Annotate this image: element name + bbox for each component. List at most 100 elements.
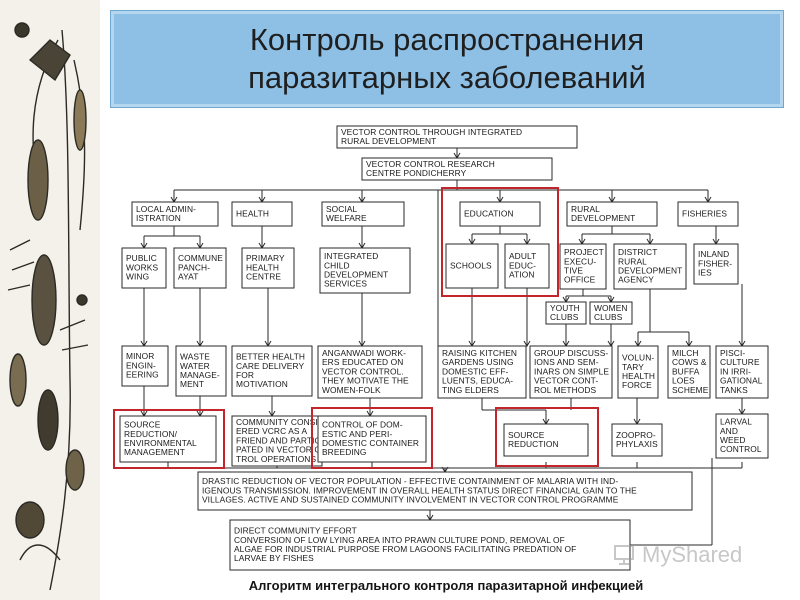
node-label-line: RURAL DEVELOPMENT	[341, 136, 436, 146]
node-label-line: ESTIC AND PERI-	[322, 429, 392, 439]
node-label-line: IN IRRI-	[720, 366, 751, 376]
node-label-line: EDUCATION	[464, 208, 514, 218]
node-label-line: DEVELOPMENT	[571, 213, 635, 223]
title-banner: Контроль распространения паразитарных за…	[110, 10, 784, 108]
flow-node-outcome: DRASTIC REDUCTION OF VECTOR POPULATION -…	[197, 471, 693, 511]
watermark: MyShared	[612, 540, 772, 570]
node-label-line: RAISING KITCHEN	[442, 348, 517, 358]
node-label-line: DISTRICT	[618, 247, 657, 257]
node-label-line: GATIONAL	[720, 376, 763, 386]
node-label-line: AGENCY	[618, 275, 654, 285]
insect-illustration-icon	[7, 22, 89, 591]
node-box	[559, 243, 607, 290]
node-label-line: COMMUNE	[178, 253, 223, 263]
node-label-line: HEALTH	[236, 208, 269, 218]
node-label-line: SOURCE	[124, 420, 161, 430]
node-label-line: EERING	[126, 370, 159, 380]
node-label-line: ENVIRONMENTAL	[124, 438, 197, 448]
node-label-line: LOES	[672, 376, 695, 386]
node-label-line: ROL METHODS	[534, 385, 597, 395]
node-label-line: LARVAE BY FISHES	[234, 553, 314, 563]
node-label-line: CLUBS	[594, 312, 623, 322]
node-label-line: TIVE	[564, 266, 583, 276]
node-label-line: ENGIN-	[126, 360, 156, 370]
presentation-board-icon	[614, 545, 634, 565]
node-label-line: AYAT	[178, 272, 198, 282]
node-box	[231, 345, 313, 397]
node-label-line: PUBLIC	[126, 253, 157, 263]
flow-node-zoopro: ZOOPRO-PHYLAXIS	[611, 423, 663, 457]
node-label-line: PISCI-	[720, 348, 745, 358]
node-box	[715, 345, 769, 399]
node-label-line: DIRECT COMMUNITY EFFORT	[234, 526, 357, 536]
node-label-line: TARY	[622, 362, 644, 372]
node-label-line: CENTRE PONDICHERRY	[366, 168, 467, 178]
node-label-line: AND	[720, 426, 738, 436]
node-label-line: EXECU-	[564, 256, 596, 266]
node-label-line: GARDENS USING	[442, 357, 514, 367]
flow-node-local: LOCAL ADMIN-ISTRATION	[131, 201, 219, 227]
node-label-line: ANGANWADI WORK-	[322, 348, 406, 358]
node-label-line: TROL OPERATIONS	[236, 454, 316, 464]
node-label-line: MANAGE-	[180, 370, 220, 380]
node-label-line: ZOOPRO-	[616, 430, 656, 440]
flow-node-fisheries: FISHERIES	[677, 201, 739, 227]
node-label-line: MINOR	[126, 351, 154, 361]
node-label-line: VECTOR CONTROL THROUGH INTEGRATED	[341, 127, 522, 137]
node-label-line: ADULT	[509, 251, 536, 261]
node-label-line: PANCH-	[178, 262, 210, 272]
watermark-text: MyShared	[642, 542, 743, 567]
node-label-line: INARS ON SIMPLE	[534, 366, 609, 376]
caption: Алгоритм интегрального контроля паразита…	[248, 578, 644, 593]
node-box	[241, 247, 295, 289]
node-label-line: SOCIAL	[326, 204, 358, 214]
node-label-line: CLUBS	[550, 312, 579, 322]
node-label-line: THEY MOTIVATE THE	[322, 376, 409, 386]
node-label-line: LOCAL ADMIN-	[136, 204, 196, 214]
flow-node-health: HEALTH	[231, 201, 293, 227]
node-label-line: WOMEN-FOLK	[322, 385, 381, 395]
highlight-frame	[495, 407, 599, 467]
node-label-line: HEALTH	[622, 371, 655, 381]
node-label-line: WEED	[720, 435, 746, 445]
node-label-line: FOR	[236, 370, 254, 380]
node-label-line: ERED VCRC AS A	[236, 426, 308, 436]
node-label-line: FORCE	[622, 380, 652, 390]
node-label-line: CONTROL OF DOM-	[322, 420, 403, 430]
node-box	[617, 345, 659, 399]
node-label-line: YOUTH	[550, 303, 580, 313]
node-label-line: ATION	[509, 270, 534, 280]
node-label-line: BETTER HEALTH	[236, 352, 305, 362]
node-label-line: WELFARE	[326, 213, 367, 223]
node-label-line: DEVELOPMENT	[618, 266, 682, 276]
node-label-line: HEALTH	[246, 262, 279, 272]
node-label-line: BUFFA	[672, 366, 700, 376]
node-label-line: COWS &	[672, 357, 707, 367]
title-line-1: Контроль распространения	[249, 22, 645, 57]
node-label-line: RURAL	[618, 256, 647, 266]
flow-node-group: GROUP DISCUSS-IONS AND SEM-INARS ON SIMP…	[529, 345, 613, 399]
node-label-line: REDUCTION	[508, 439, 559, 449]
node-label-line: WOMEN	[594, 303, 628, 313]
node-label-line: CHILD	[324, 260, 350, 270]
node-box	[437, 345, 527, 399]
node-label-line: VECTOR CONT-	[534, 376, 598, 386]
node-label-line: FRIEND AND PARTICI-	[236, 435, 326, 445]
node-label-line: ISTRATION	[136, 213, 181, 223]
node-box	[715, 413, 769, 459]
